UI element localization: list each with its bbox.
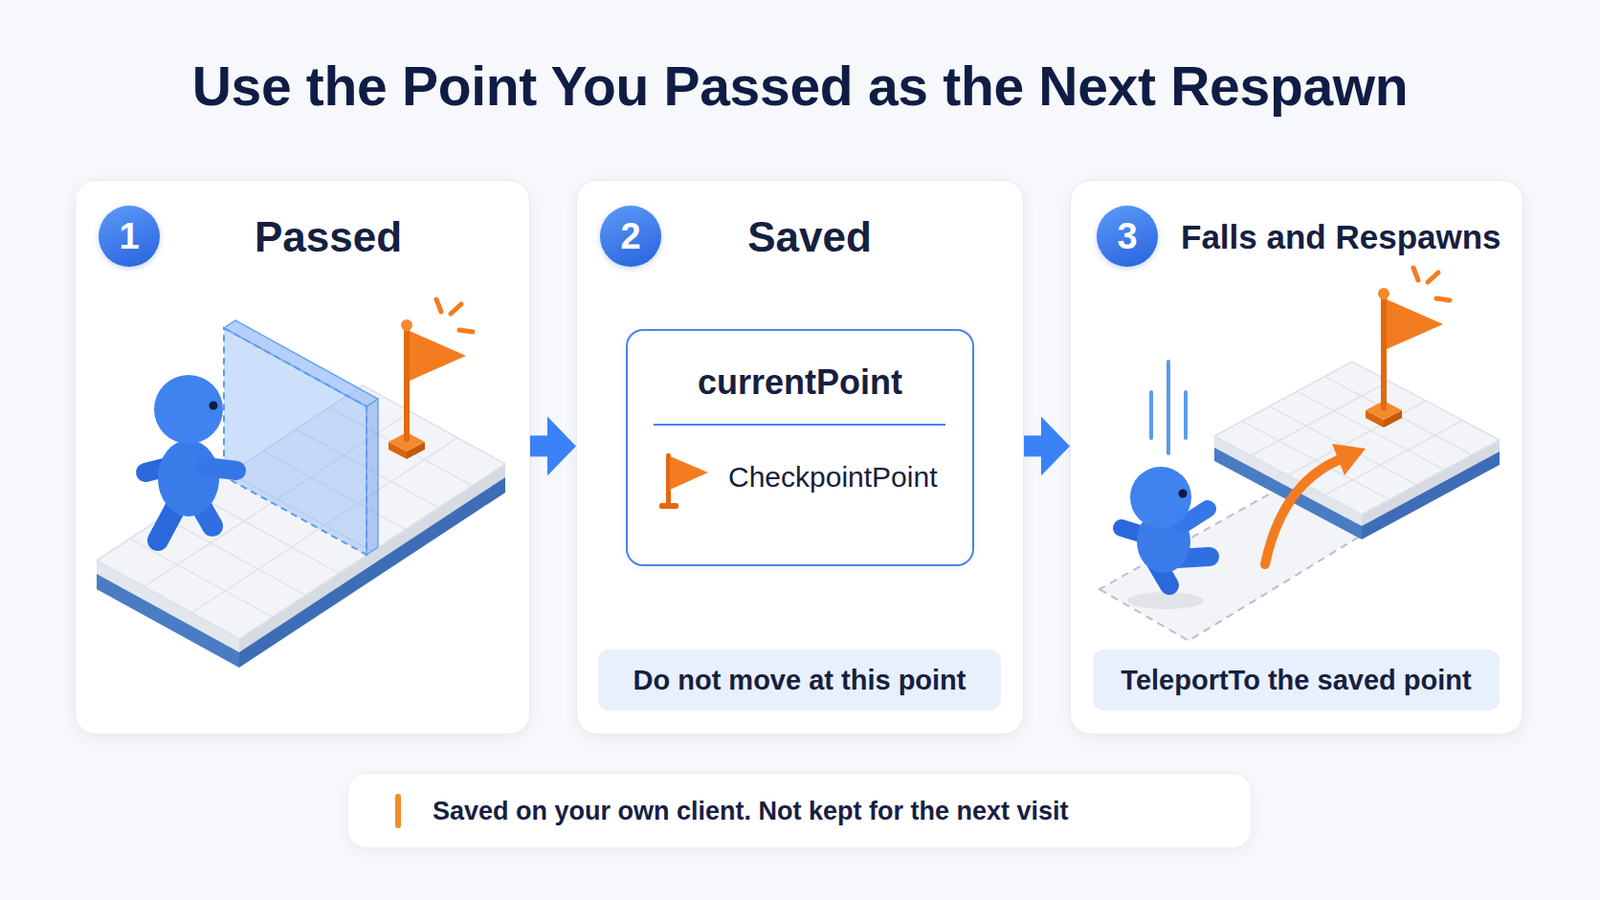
figure-arm <box>145 466 169 473</box>
flag-pole <box>666 453 671 508</box>
figure-eye <box>209 401 219 411</box>
accent-bar <box>395 794 401 829</box>
step-number-badge: 2 <box>600 205 662 267</box>
falling-figure <box>1121 466 1210 586</box>
figure-leg <box>1155 562 1170 586</box>
diagram-title: Use the Point You Passed as the Next Res… <box>0 49 1600 123</box>
platform-side <box>239 464 506 653</box>
flag-sparks <box>436 299 473 333</box>
respawn-arrow-head <box>1332 444 1366 476</box>
flag-base <box>659 503 679 510</box>
flag-base <box>388 432 425 452</box>
step-number: 2 <box>600 205 662 267</box>
platform-grid <box>1242 377 1472 501</box>
motion-lines <box>1151 361 1186 454</box>
figure-arm <box>1121 528 1147 536</box>
respawn-platform <box>1214 361 1500 540</box>
platform-side <box>1214 436 1362 527</box>
figure-leg <box>197 499 213 527</box>
flag-icon <box>659 453 709 510</box>
flag-pole <box>1380 293 1387 411</box>
step-panel: 2 currentPointCheckpointPoint Do not move … <box>576 179 1024 735</box>
figure-head <box>154 375 223 445</box>
step-number-badge: 1 <box>98 205 160 267</box>
platform-grid <box>130 407 473 618</box>
checkpoint-flag <box>388 299 473 460</box>
flow-arrow <box>1023 435 1042 457</box>
footer-note: Saved on your own client. Not kept for t… <box>347 773 1252 849</box>
footer-text: Saved on your own client. Not kept for t… <box>432 774 1242 850</box>
figure-body <box>157 440 220 517</box>
flag-base <box>1365 400 1402 421</box>
variable-box: currentPointCheckpointPoint <box>625 329 975 567</box>
panel-heading: Passed <box>184 213 472 262</box>
variable-value: CheckpointPoint <box>728 458 970 497</box>
flag-knob <box>400 319 413 332</box>
box-divider <box>653 423 946 426</box>
flag-sparks <box>1413 267 1450 301</box>
flag-base <box>388 442 407 460</box>
panel-heading: Falls and Respawns <box>1180 213 1522 262</box>
checkpoint-flag <box>1365 267 1450 428</box>
note-pill: Do not move at this point <box>598 649 1001 712</box>
figure-arm <box>1180 509 1208 527</box>
platform-top <box>1214 361 1500 515</box>
note-text: TeleportTo the saved point <box>1092 649 1500 712</box>
figure-leg <box>1177 556 1210 559</box>
figure-leg <box>157 499 180 541</box>
platform-base <box>1361 451 1500 540</box>
gate-side <box>366 399 378 556</box>
flag-cloth <box>409 331 467 381</box>
variable-name: currentPoint <box>627 361 973 404</box>
platform-side <box>1361 440 1500 527</box>
ghost-path <box>1099 488 1371 642</box>
figure-body <box>1136 510 1191 574</box>
flag-base <box>406 442 425 460</box>
note-text: Do not move at this point <box>598 649 1001 712</box>
respawn-arrow-shaft <box>1265 459 1341 565</box>
respawn-arrow <box>1265 444 1366 565</box>
figure-arm <box>204 466 237 471</box>
step-panel: 3TeleportTo the saved point Falls and Res… <box>1069 179 1524 735</box>
platform-side <box>96 560 240 653</box>
step-number: 3 <box>1096 205 1158 267</box>
gate-top <box>223 320 378 407</box>
platform-base <box>239 477 506 668</box>
gate-face <box>223 328 367 556</box>
step-number-badge: 3 <box>1096 205 1158 267</box>
flag-base <box>1383 410 1402 428</box>
path-platform <box>96 385 506 668</box>
note-pill: TeleportTo the saved point <box>1092 649 1500 712</box>
flag-cloth <box>669 456 709 490</box>
figure-head <box>1130 466 1192 529</box>
step-number: 1 <box>98 205 160 267</box>
figure-eye <box>1178 489 1188 499</box>
flag-cloth <box>1386 299 1444 350</box>
figure-shadow <box>1127 592 1204 610</box>
panel-heading: Saved <box>666 213 954 262</box>
flag-base <box>1365 410 1384 428</box>
platform-base <box>96 574 240 668</box>
player-figure <box>145 375 237 541</box>
step-panel: 1 Passed <box>74 179 531 735</box>
flag-pole <box>403 325 410 443</box>
platform-base <box>1214 447 1362 540</box>
platform-top <box>96 385 506 640</box>
flag-knob <box>1377 288 1390 300</box>
flow-arrow <box>530 435 548 457</box>
checkpoint-gate <box>223 320 378 556</box>
